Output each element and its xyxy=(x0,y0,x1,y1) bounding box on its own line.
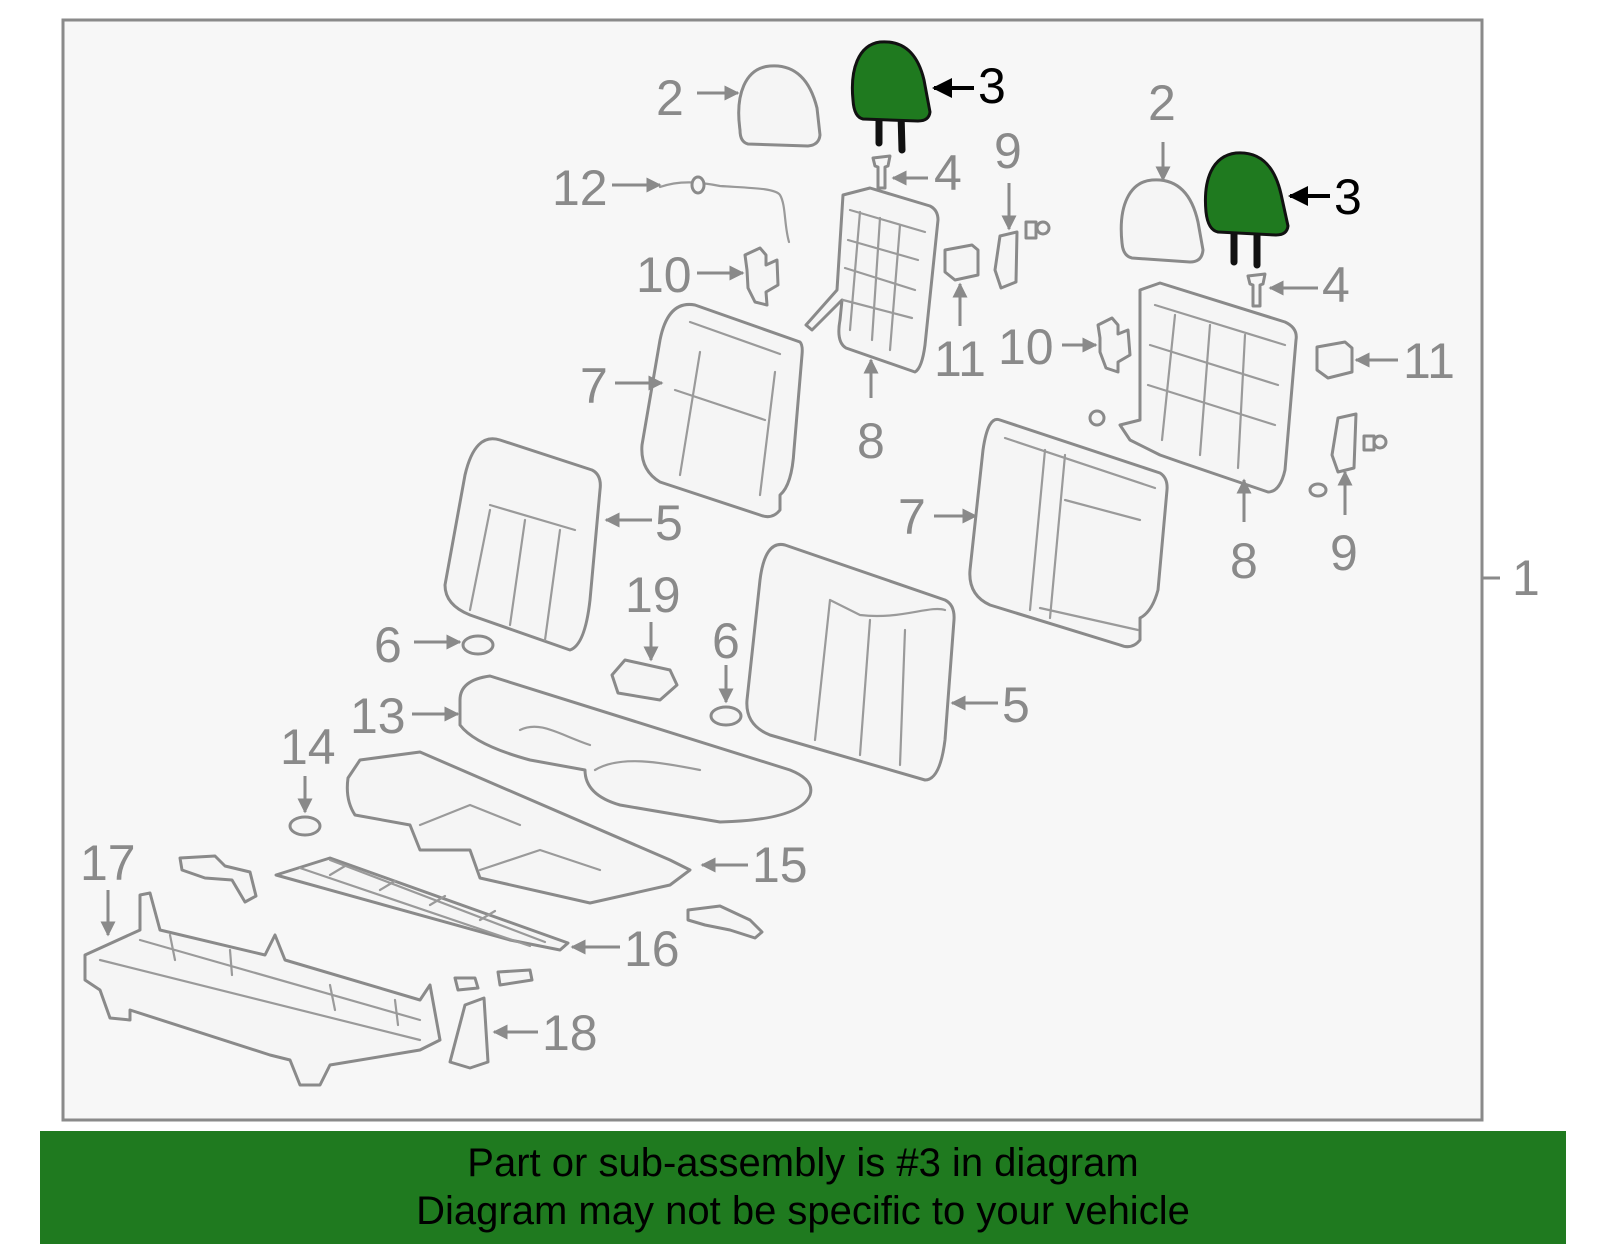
callout-19: 19 xyxy=(625,567,681,623)
part-14-ring xyxy=(288,815,322,837)
callout-6-right: 6 xyxy=(712,613,740,669)
part-9-bracket-right xyxy=(1308,412,1388,498)
part-3-headrest-left-highlighted xyxy=(850,40,932,154)
part-7-back-panel-right xyxy=(968,417,1169,649)
part-7-back-panel-left xyxy=(640,302,804,519)
part-2-headrest-right xyxy=(1119,178,1205,264)
callout-13: 13 xyxy=(350,688,406,744)
part-16-mesh-panel xyxy=(274,856,570,952)
callout-11-left: 11 xyxy=(934,331,986,387)
part-6-ring-right xyxy=(709,705,743,727)
part-11-pad-left xyxy=(943,243,980,282)
callout-4-left: 4 xyxy=(934,145,962,201)
banner-line-2: Diagram may not be specific to your vehi… xyxy=(416,1189,1190,1233)
part-17-seat-frame xyxy=(83,891,442,1087)
part-13-seat-cushion xyxy=(458,674,813,824)
callout-17: 17 xyxy=(80,835,136,891)
info-banner: Part or sub-assembly is #3 in diagram Di… xyxy=(40,1131,1566,1244)
part-18-bracket xyxy=(448,968,534,1070)
callout-10-right: 10 xyxy=(998,319,1054,375)
callout-8-left: 8 xyxy=(857,413,885,469)
part-8-seatback-frame-left xyxy=(804,186,940,374)
part-2-headrest-left xyxy=(737,64,822,148)
callout-14: 14 xyxy=(280,719,336,775)
callout-15: 15 xyxy=(752,837,808,893)
part-8-seatback-frame-right xyxy=(1088,281,1298,494)
callout-2-right: 2 xyxy=(1148,75,1176,131)
part-15-seat-foam xyxy=(345,750,692,905)
callout-3-left: 3 xyxy=(978,58,1006,114)
callout-16: 16 xyxy=(624,921,680,977)
callout-9-right: 9 xyxy=(1330,525,1358,581)
part-12-cable xyxy=(658,175,791,244)
callout-10-left: 10 xyxy=(636,247,692,303)
callout-11-right: 11 xyxy=(1403,333,1455,389)
callout-4-right: 4 xyxy=(1322,257,1350,313)
part-10-bracket-left xyxy=(743,246,780,307)
callout-5-left: 5 xyxy=(655,495,683,551)
part-3-headrest-right-highlighted xyxy=(1203,151,1290,269)
callout-2-left: 2 xyxy=(656,70,684,126)
part-5-back-cushion-right xyxy=(745,542,956,782)
part-11-pad-right xyxy=(1315,340,1354,380)
callout-7-right: 7 xyxy=(898,489,926,545)
callout-5-right: 5 xyxy=(1002,677,1030,733)
callout-18: 18 xyxy=(542,1005,598,1061)
part-5-back-cushion-left xyxy=(443,437,602,652)
part-19-pad xyxy=(610,658,679,702)
part-9-bracket-left xyxy=(993,220,1051,290)
callout-8-right: 8 xyxy=(1230,533,1258,589)
part-6-ring-left xyxy=(461,634,495,656)
part-10-bracket-right xyxy=(1096,316,1132,374)
part-4-guide-left xyxy=(871,154,892,190)
callout-3-right: 3 xyxy=(1334,169,1362,225)
callout-9-left: 9 xyxy=(994,123,1022,179)
callout-1: 1 xyxy=(1512,550,1540,606)
bracket-small-left xyxy=(178,854,258,904)
callout-12: 12 xyxy=(552,160,608,216)
callout-6-left: 6 xyxy=(374,617,402,673)
bracket-small-right xyxy=(686,904,764,940)
banner-line-1: Part or sub-assembly is #3 in diagram xyxy=(467,1141,1139,1185)
part-4-guide-right xyxy=(1246,272,1267,308)
callout-7-left: 7 xyxy=(580,358,608,414)
